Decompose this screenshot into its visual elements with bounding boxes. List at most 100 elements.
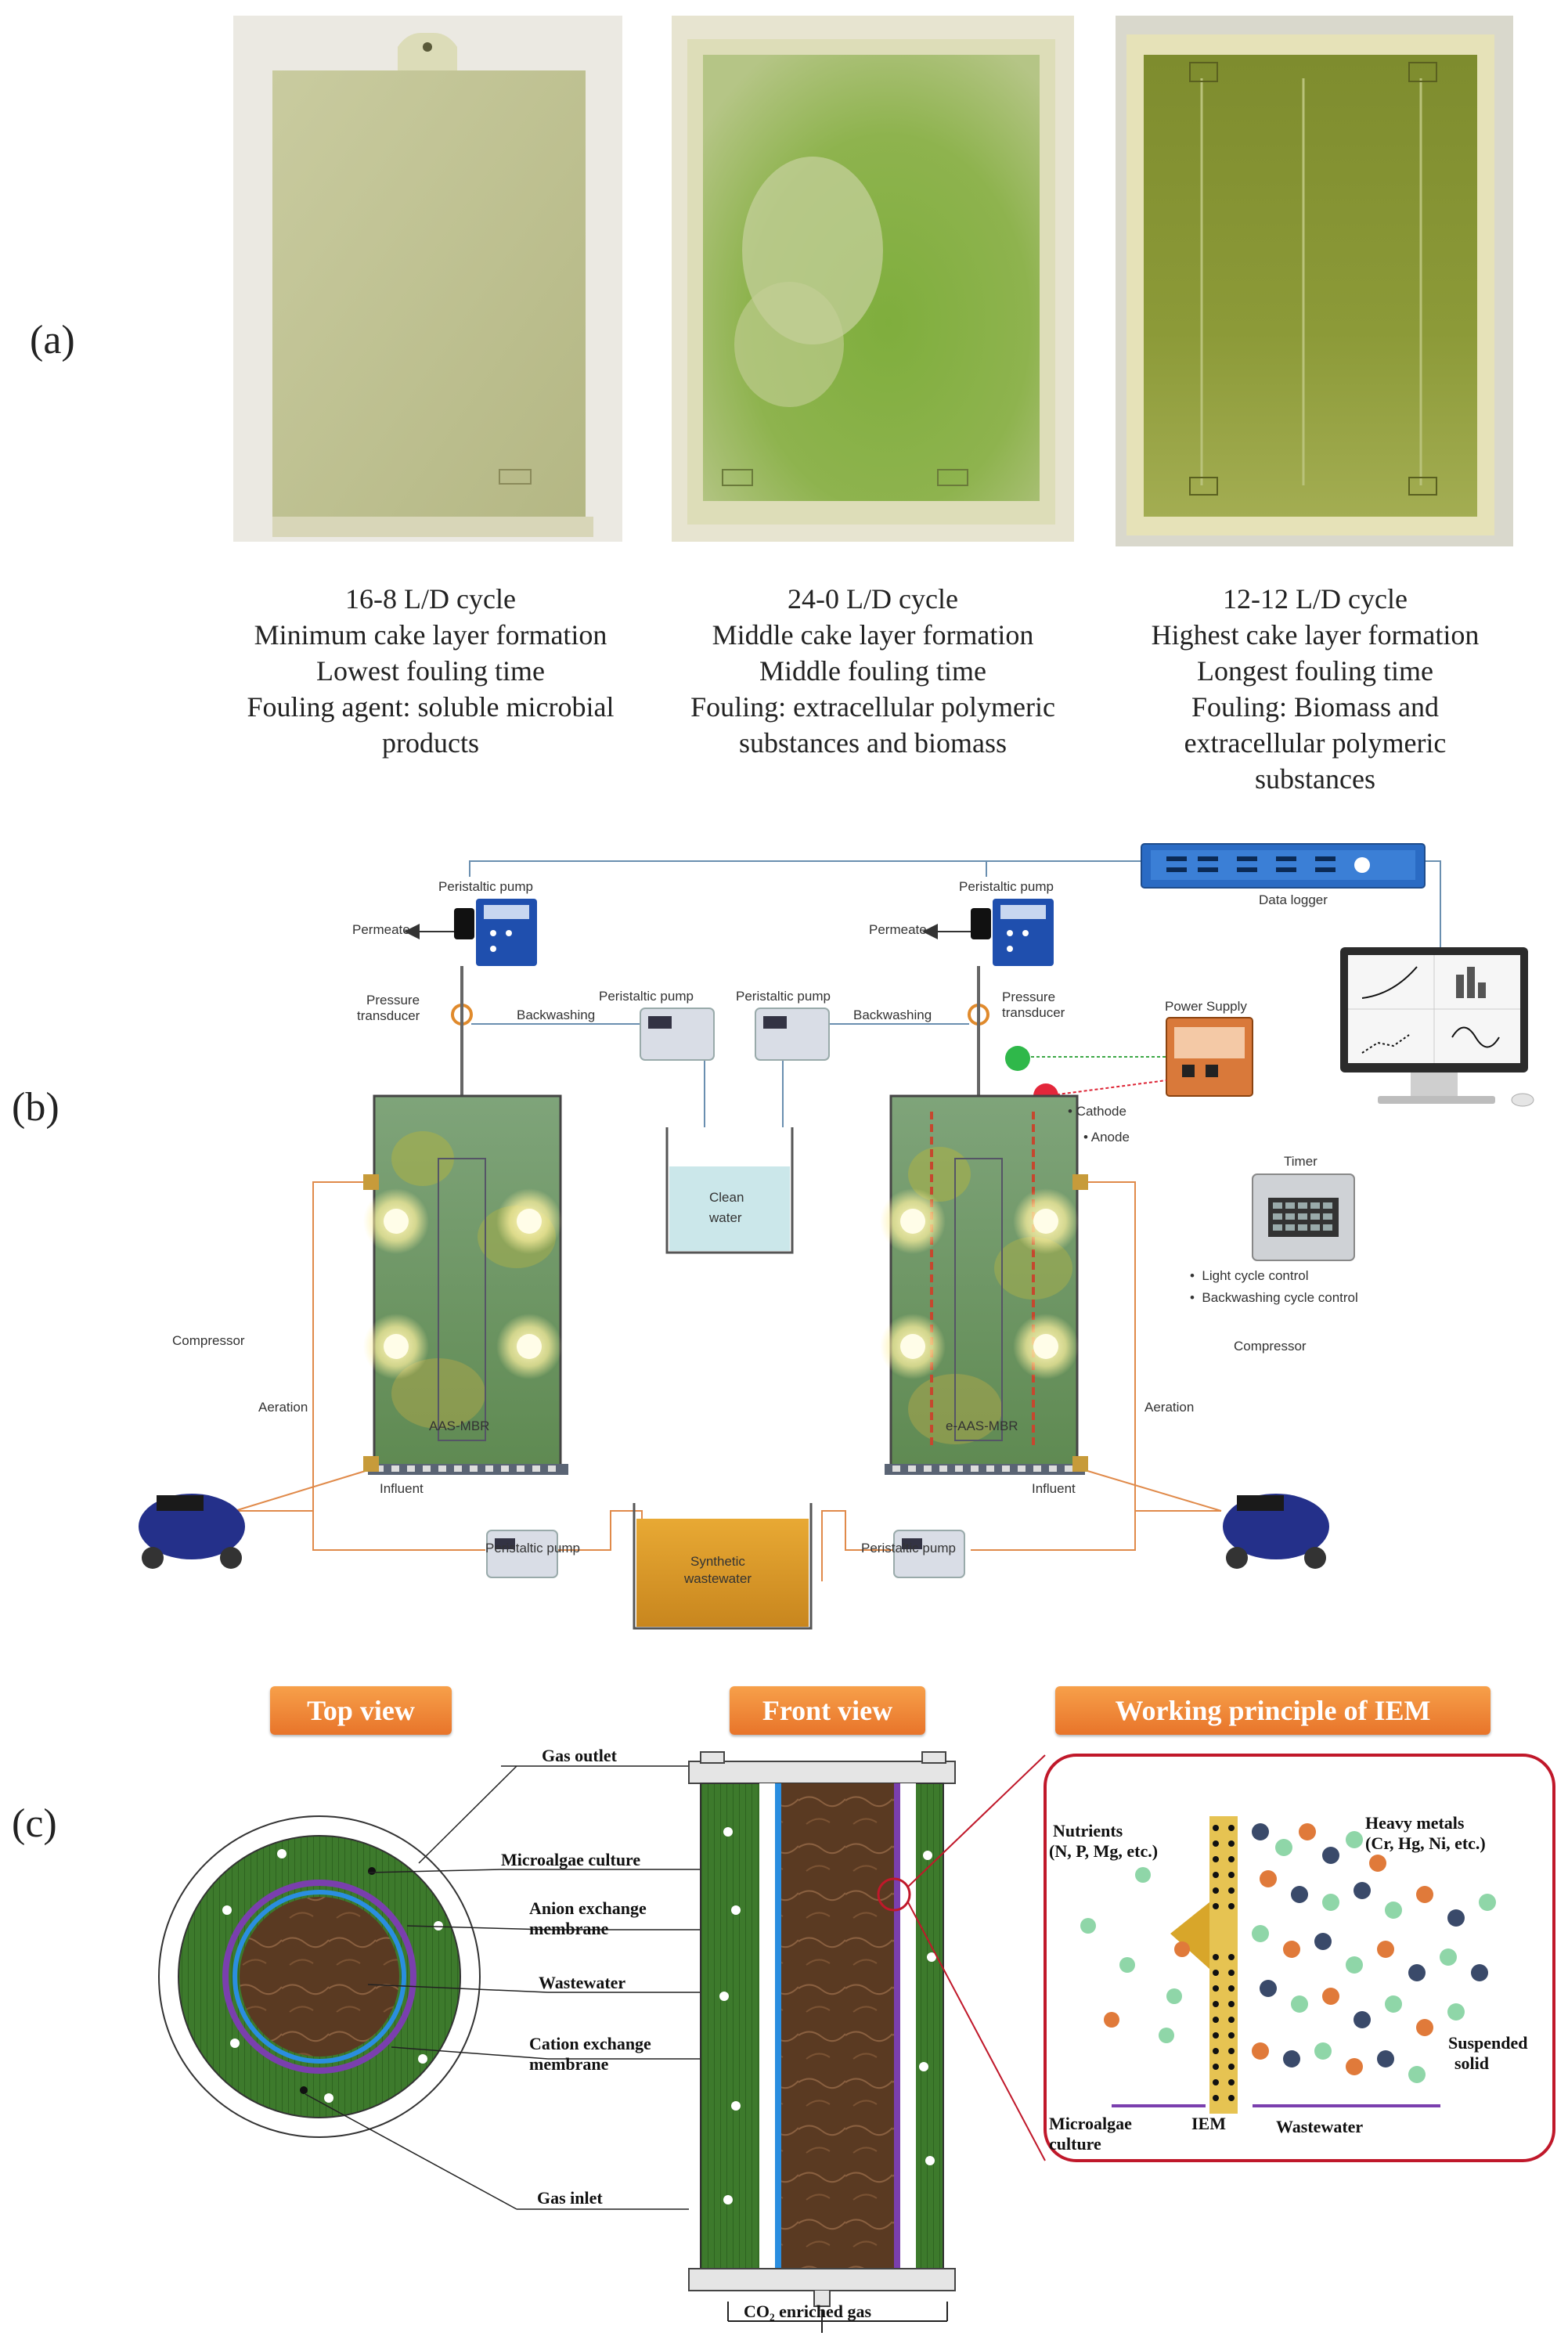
timer-bullet-1: • Light cycle control — [1190, 1268, 1309, 1283]
membrane-photo-16-8 — [233, 16, 622, 542]
influent-label-right: Influent — [1032, 1481, 1076, 1496]
computer-monitor-icon — [1340, 947, 1534, 1107]
reactor-e-aas-mbr — [880, 1094, 1085, 1475]
power-supply-icon — [1166, 1017, 1253, 1097]
power-supply-label: Power Supply — [1165, 999, 1247, 1014]
pump-label-influent-right: Peristaltic pump — [861, 1541, 956, 1556]
mbr-system-diagram — [139, 843, 1534, 1630]
membrane-photo-24-0 — [672, 16, 1074, 542]
pump-label-backwash-left: Peristaltic pump — [599, 989, 694, 1004]
caption-line: Middle cake layer formation — [712, 619, 1034, 651]
anion-label-1: Anion exchange — [529, 1898, 647, 1918]
influent-pump-icon — [486, 1530, 558, 1578]
microalgae-label-1: Microalgae — [1049, 2114, 1132, 2133]
microalgae-label-2: culture — [1049, 2134, 1101, 2154]
iem-label: IEM — [1191, 2114, 1226, 2133]
aeration-label-right: Aeration — [1144, 1400, 1195, 1415]
caption-line: Fouling: extracellular polymeric — [690, 691, 1055, 723]
caption-line: Fouling: Biomass and — [1191, 691, 1440, 723]
backwashing-label-right: Backwashing — [853, 1008, 932, 1022]
panel-label-a: (a) — [30, 318, 75, 362]
nutrient-particles — [1080, 1867, 1190, 2043]
caption-line: Minimum cake layer formation — [254, 619, 607, 651]
cathode-label: • Cathode — [1068, 1104, 1126, 1119]
suspended-label-1: Suspended — [1448, 2033, 1528, 2053]
synthetic-label-1: Synthetic — [690, 1554, 745, 1569]
clean-water-label-1: Clean — [709, 1190, 744, 1205]
reactor-label-left: AAS-MBR — [429, 1419, 490, 1433]
synthetic-label-2: wastewater — [684, 1571, 752, 1586]
header-front-view: Front view — [730, 1686, 925, 1735]
influent-pump-icon — [893, 1530, 965, 1578]
cathode-text: Cathode — [1076, 1104, 1126, 1119]
pump-label-top-right: Peristaltic pump — [959, 879, 1054, 894]
caption-line: 24-0 L/D cycle — [788, 583, 958, 615]
caption-line: Highest cake layer formation — [1151, 619, 1480, 651]
permeate-label-left: Permeate — [352, 922, 410, 937]
caption-line: Fouling agent: soluble microbial — [247, 691, 615, 723]
caption-line: substances and biomass — [739, 727, 1007, 759]
clean-water-label-2: water — [709, 1210, 742, 1225]
caption-line: Lowest fouling time — [316, 655, 545, 687]
iem-reactor-diagram — [158, 1751, 1555, 2333]
compressor-label-right: Compressor — [1234, 1339, 1307, 1354]
microalgae-culture-label: Microalgae culture — [501, 1850, 641, 1869]
panel-label-b: (b) — [12, 1085, 59, 1130]
backwash-pump-icon — [755, 1008, 830, 1061]
suspended-label-2: solid — [1454, 2053, 1490, 2073]
cation-label-1: Cation exchange — [529, 2034, 651, 2053]
top-view-diagram — [158, 1815, 481, 2138]
pump-label-top-left: Peristaltic pump — [438, 879, 533, 894]
peristaltic-pump-icon — [971, 899, 1054, 966]
caption-line: substances — [1255, 763, 1375, 795]
heavy-metals-label-1: Heavy metals — [1365, 1813, 1465, 1833]
co2-label: CO₂ enriched gas — [744, 2302, 872, 2321]
synthetic-wastewater-tank — [633, 1503, 813, 1630]
wastewater-particles — [1252, 1823, 1496, 2083]
permeate-label-right: Permeate — [869, 922, 927, 937]
timer-label: Timer — [1284, 1154, 1317, 1169]
caption-12-12: 12-12 L/D cycle Highest cake layer forma… — [1112, 581, 1519, 797]
peristaltic-pump-icon — [454, 899, 537, 966]
front-view-diagram — [688, 1751, 956, 2333]
header-top-view: Top view — [270, 1686, 452, 1735]
anode-text: Anode — [1090, 1130, 1130, 1145]
gas-inlet-label: Gas inlet — [537, 2188, 603, 2208]
timer-bullet-text: Light cycle control — [1202, 1268, 1309, 1283]
data-logger-label: Data logger — [1259, 892, 1328, 907]
backwash-pump-icon — [640, 1008, 715, 1061]
heavy-metals-label-2: (Cr, Hg, Ni, etc.) — [1365, 1833, 1486, 1853]
clean-water-tank — [665, 1127, 794, 1254]
pressure-label-left-1: Pressure — [366, 993, 420, 1008]
influent-label-left: Influent — [380, 1481, 424, 1496]
timer-bullet-text: Backwashing cycle control — [1202, 1290, 1358, 1305]
data-logger-icon — [1141, 843, 1426, 889]
compressor-icon — [139, 1494, 245, 1569]
compressor-icon — [1223, 1494, 1329, 1569]
anode-label: • Anode — [1083, 1130, 1130, 1145]
backwashing-label-left: Backwashing — [517, 1008, 596, 1022]
caption-line: Middle fouling time — [759, 655, 986, 687]
pump-label-influent-left: Peristaltic pump — [485, 1541, 580, 1556]
pressure-label-left-2: transducer — [357, 1008, 420, 1023]
wastewater-label: Wastewater — [539, 1973, 626, 1992]
iem-working-principle-box — [1044, 1754, 1555, 2162]
caption-16-8: 16-8 L/D cycle Minimum cake layer format… — [219, 581, 642, 761]
gas-outlet-label: Gas outlet — [542, 1746, 617, 1765]
caption-line: 16-8 L/D cycle — [345, 583, 516, 615]
timer-icon — [1252, 1173, 1355, 1261]
membrane-photo-12-12 — [1116, 16, 1513, 546]
caption-24-0: 24-0 L/D cycle Middle cake layer formati… — [658, 581, 1088, 761]
anion-label-2: membrane — [529, 1919, 609, 1938]
panel-label-c: (c) — [12, 1801, 57, 1846]
nutrients-label-2: (N, P, Mg, etc.) — [1049, 1841, 1159, 1861]
pump-label-backwash-right: Peristaltic pump — [736, 989, 831, 1004]
timer-bullet-2: • Backwashing cycle control — [1190, 1290, 1358, 1305]
nutrients-label-1: Nutrients — [1053, 1821, 1123, 1840]
cation-label-2: membrane — [529, 2054, 609, 2074]
header-working-principle: Working principle of IEM — [1055, 1686, 1491, 1735]
iem-wastewater-label: Wastewater — [1276, 2117, 1364, 2136]
caption-line: 12-12 L/D cycle — [1223, 583, 1408, 615]
pressure-label-right-2: transducer — [1002, 1005, 1065, 1020]
caption-line: extracellular polymeric — [1184, 727, 1447, 759]
